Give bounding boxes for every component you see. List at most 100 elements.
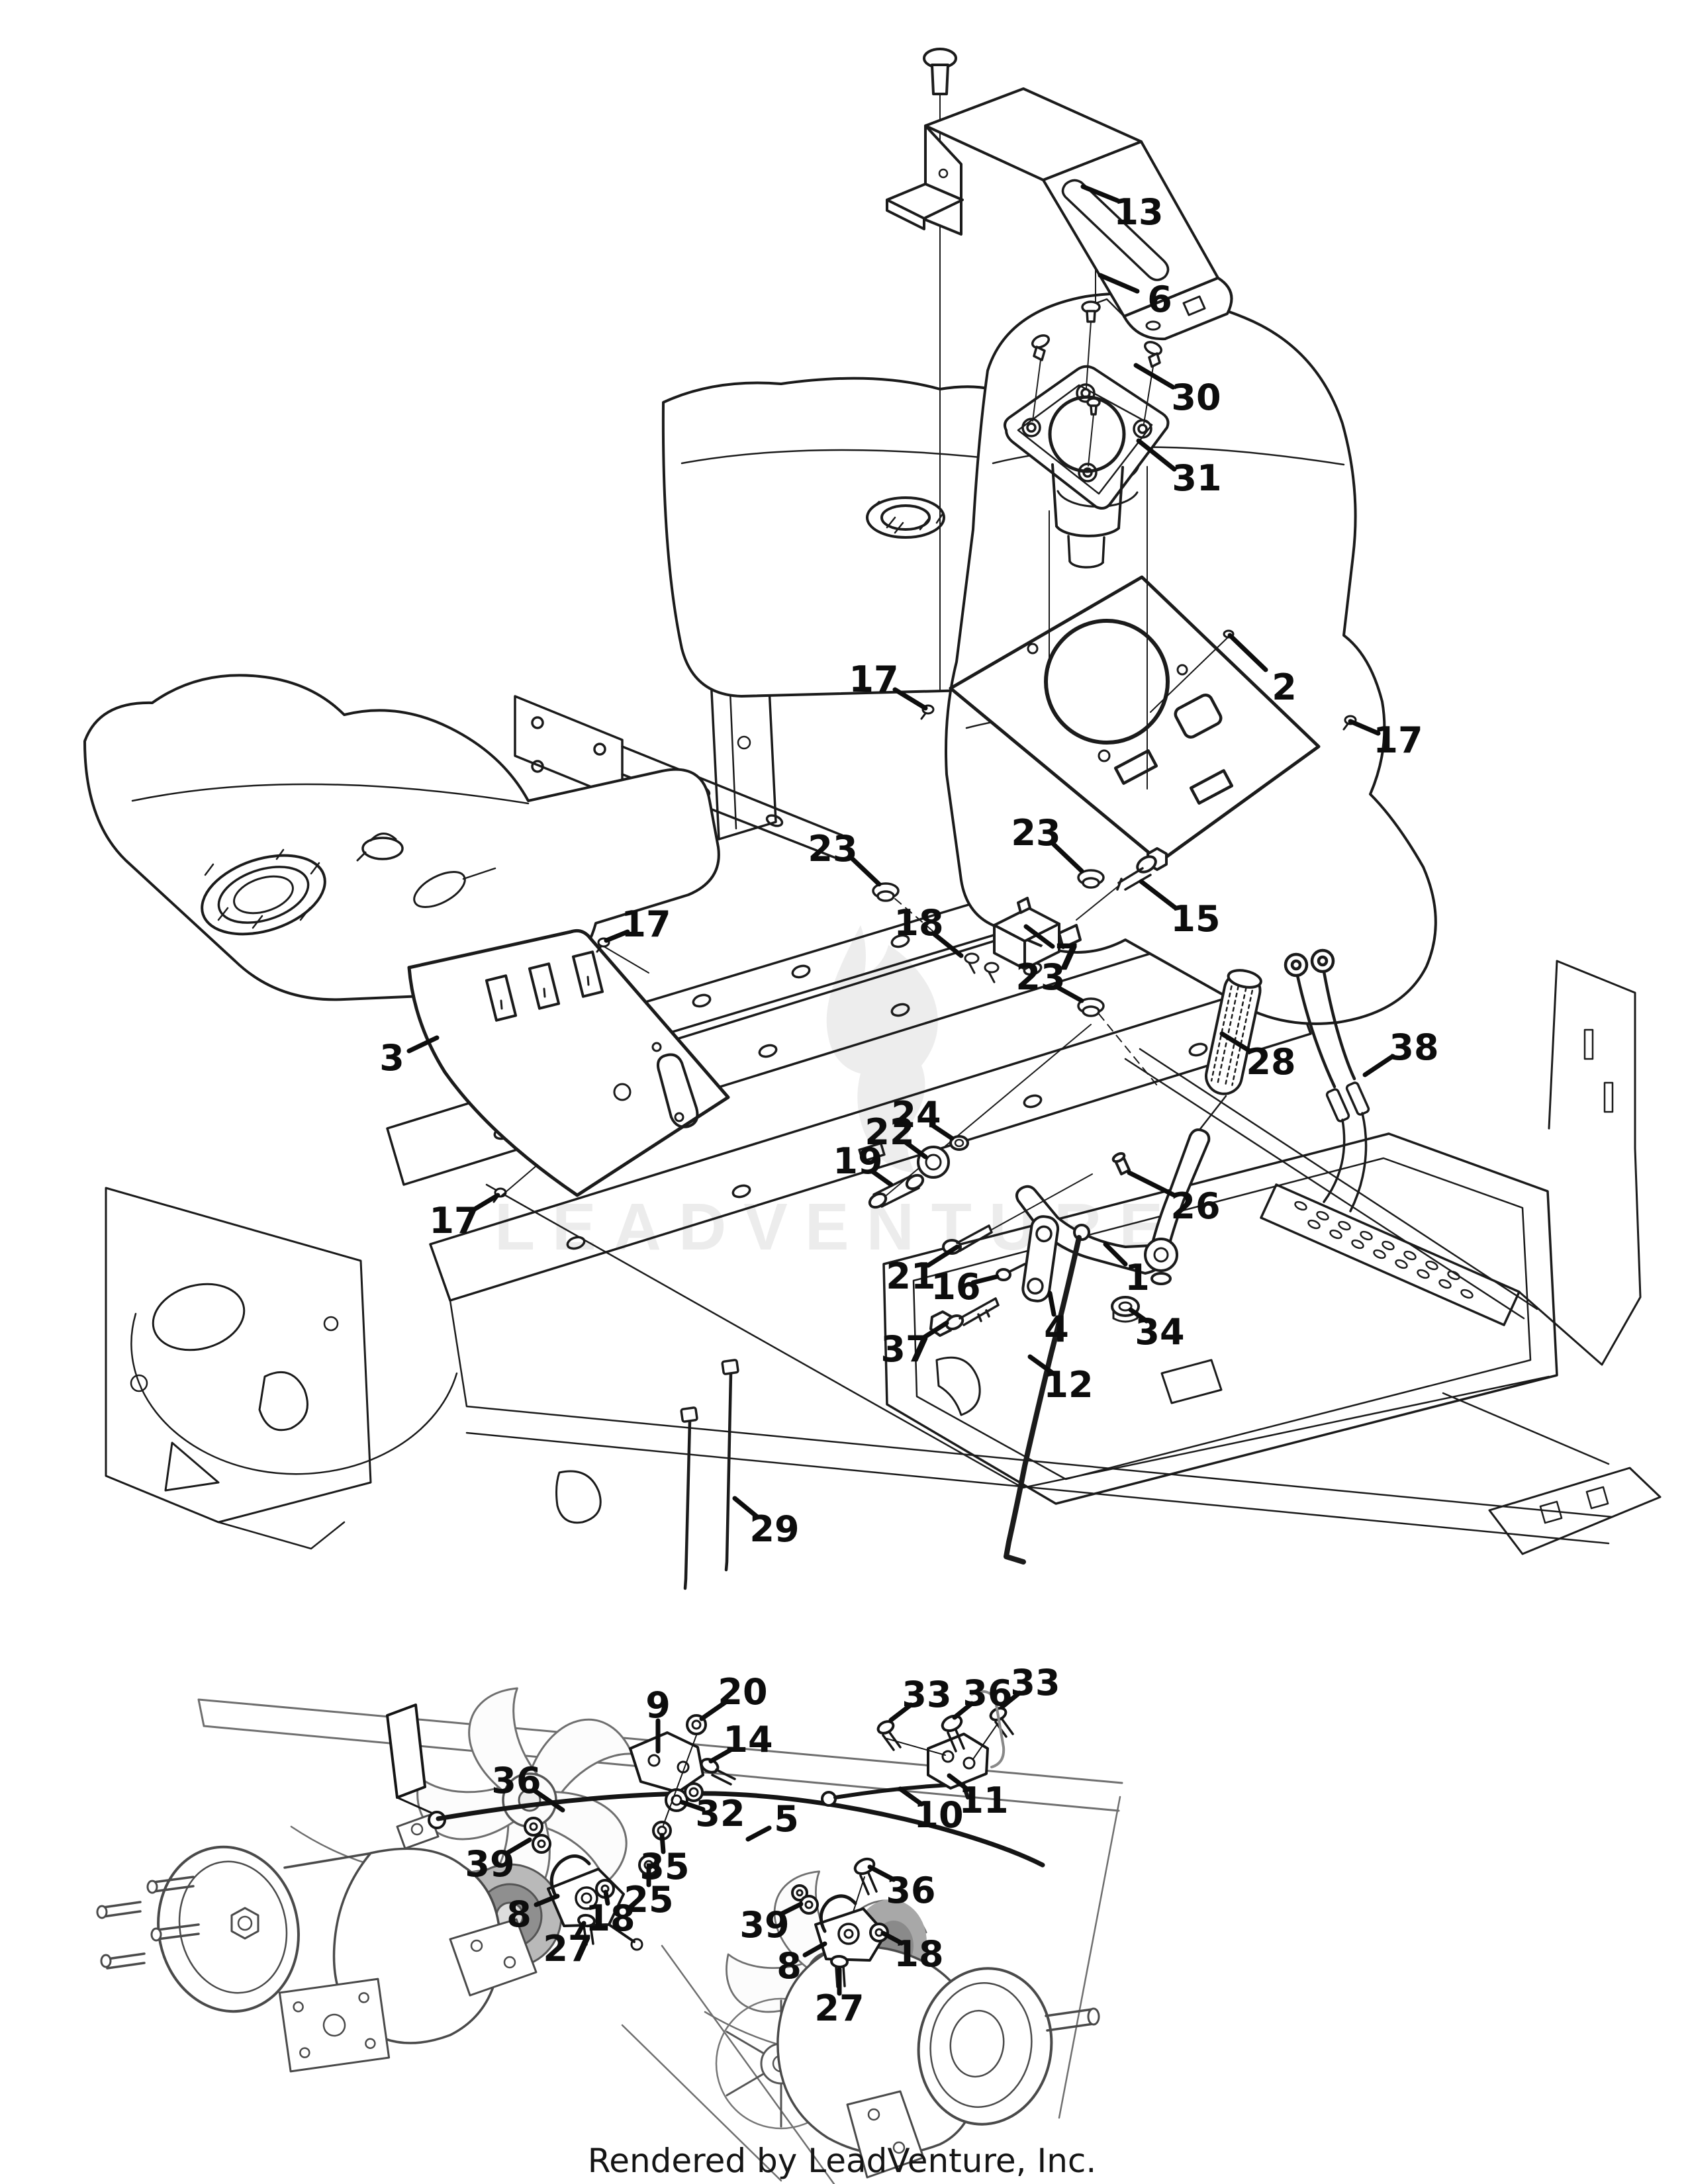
- callout-label-20: 20: [718, 1671, 767, 1713]
- callout-label-16: 16: [931, 1266, 980, 1308]
- leader-line-7: [1023, 924, 1055, 949]
- callout-label-9: 9: [645, 1684, 671, 1726]
- callout-label-3: 3: [379, 1037, 404, 1079]
- leader-line-18: [932, 932, 964, 958]
- leader-line-17: [1348, 719, 1381, 736]
- callout-label-1: 1: [1125, 1257, 1150, 1298]
- leader-line-37: [920, 1320, 949, 1341]
- callout-label-22: 22: [865, 1111, 914, 1153]
- callout-label-18: 18: [585, 1897, 635, 1939]
- callout-label-19: 19: [833, 1140, 882, 1182]
- callout-label-25: 25: [624, 1879, 673, 1921]
- callout-label-23: 23: [1015, 956, 1065, 998]
- callout-label-17: 17: [621, 903, 671, 945]
- leader-line-38: [1362, 1054, 1395, 1077]
- leader-line-26: [1127, 1170, 1177, 1198]
- leader-line-18: [603, 1889, 610, 1906]
- leader-line-18: [880, 1931, 904, 1946]
- cup-holder-plate: [1004, 300, 1170, 569]
- leader-line-34: [1128, 1307, 1149, 1324]
- callout-label-30: 30: [1171, 377, 1221, 418]
- callout-label-38: 38: [1389, 1026, 1438, 1068]
- callout-label-39: 39: [739, 1904, 789, 1946]
- callout-label-7: 7: [1055, 936, 1080, 978]
- leader-line-22: [903, 1140, 928, 1160]
- chassis-frame: [105, 499, 1662, 1555]
- callout-label-6: 6: [1147, 279, 1172, 320]
- callout-label-34: 34: [1135, 1311, 1184, 1353]
- leader-line-14: [708, 1747, 733, 1764]
- footer-credit-text: Rendered by LeadVenture, Inc.: [588, 2142, 1097, 2180]
- callout-label-29: 29: [749, 1508, 799, 1550]
- leader-line-23: [850, 856, 882, 887]
- callout-label-12: 12: [1043, 1364, 1093, 1406]
- leader-line-11: [947, 1773, 970, 1792]
- leader-line-36: [532, 1788, 565, 1813]
- callout-label-37: 37: [880, 1328, 930, 1370]
- callout-label-8: 8: [776, 1945, 802, 1987]
- callout-label-11: 11: [959, 1780, 1008, 1821]
- leader-line-27: [575, 1921, 586, 1938]
- callout-label-27: 27: [543, 1928, 592, 1970]
- callout-label-33: 33: [902, 1674, 951, 1715]
- leader-line-12: [1027, 1354, 1056, 1377]
- leader-line-39: [504, 1837, 532, 1856]
- callout-label-4: 4: [1044, 1308, 1069, 1350]
- leader-line-13: [1080, 184, 1120, 203]
- leader-line-35: [659, 1833, 666, 1854]
- callout-label-15: 15: [1170, 898, 1220, 940]
- leader-line-17: [892, 687, 928, 711]
- leader-line-8: [802, 1941, 827, 1958]
- callout-label-36: 36: [491, 1760, 541, 1801]
- callout-label-18: 18: [894, 902, 943, 944]
- leader-line-1: [1103, 1242, 1128, 1267]
- safety-cables: [1284, 948, 1370, 1212]
- callout-label-17: 17: [429, 1200, 479, 1242]
- callout-label-26: 26: [1170, 1185, 1220, 1227]
- callout-label-17: 17: [1373, 719, 1423, 761]
- callout-label-13: 13: [1113, 191, 1163, 233]
- leader-line-33: [1000, 1690, 1022, 1709]
- leader-line-30: [1133, 363, 1176, 390]
- callout-label-33: 33: [1010, 1662, 1060, 1704]
- watermark-flame-icon: [826, 925, 938, 1173]
- leader-line-2: [1227, 633, 1268, 672]
- control-linkage: [868, 847, 1262, 1565]
- leader-line-10: [898, 1786, 924, 1807]
- callout-label-5: 5: [774, 1798, 799, 1840]
- leader-line-23: [1055, 985, 1084, 1003]
- leader-line-39: [778, 1901, 804, 1917]
- leader-line-16: [970, 1274, 1000, 1285]
- leader-line-17: [469, 1193, 500, 1214]
- leader-line-29: [732, 1496, 760, 1520]
- deck-linkage-parts: [386, 629, 1357, 1988]
- callout-label-18: 18: [894, 1933, 943, 1975]
- callout-label-32: 32: [695, 1793, 745, 1835]
- leader-line-4: [1047, 1291, 1056, 1317]
- callout-label-2: 2: [1272, 666, 1297, 708]
- console-bracket: [886, 48, 1233, 790]
- leader-line-15: [1139, 879, 1178, 911]
- leader-line-36: [867, 1864, 896, 1882]
- callout-label-23: 23: [1011, 812, 1060, 854]
- leader-line-17: [604, 929, 630, 943]
- callout-label-39: 39: [465, 1843, 514, 1885]
- leader-line-32: [679, 1799, 706, 1812]
- leader-line-24: [929, 1122, 955, 1141]
- callout-label-24: 24: [891, 1094, 941, 1136]
- callout-label-10: 10: [914, 1794, 963, 1836]
- cable-ties: [680, 1359, 739, 1590]
- leader-line-23: [1051, 842, 1084, 874]
- leader-line-36: [952, 1701, 974, 1720]
- leader-line-31: [1136, 438, 1177, 472]
- callout-label-31: 31: [1172, 457, 1221, 499]
- leader-line-3: [406, 1035, 440, 1054]
- callout-label-17: 17: [849, 659, 898, 700]
- callout-label-21: 21: [886, 1255, 935, 1297]
- callout-label-23: 23: [808, 828, 857, 870]
- leader-line-33: [888, 1702, 914, 1723]
- leader-line-8: [534, 1893, 560, 1907]
- leader-line-19: [870, 1169, 894, 1187]
- callout-label-14: 14: [723, 1719, 773, 1760]
